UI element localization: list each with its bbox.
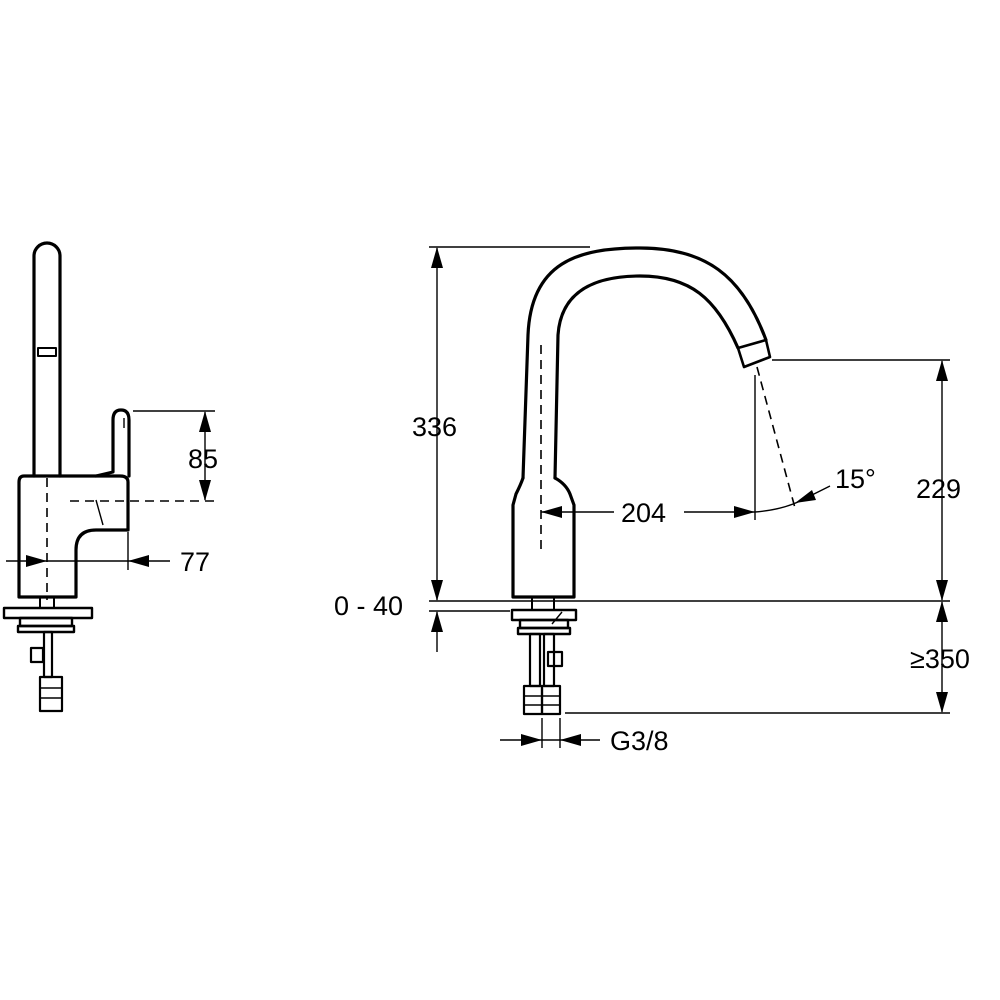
side-view: 85 77: [2, 241, 218, 713]
front-spray-line: [756, 366, 796, 509]
dim-reach: 204: [541, 375, 756, 528]
side-hose-connector: [38, 675, 64, 713]
front-aerator-tip: [736, 338, 772, 369]
dim-229-label: 229: [916, 474, 961, 504]
dim-connection-thread: G3/8: [500, 718, 669, 756]
dim-handle-height: 85: [133, 410, 218, 501]
side-lever-handle: [94, 408, 131, 478]
front-hose-connector-left: [522, 684, 544, 716]
dim-g3-8-label: G3/8: [610, 726, 669, 756]
dim-swivel-angle: 15°: [754, 464, 876, 513]
front-hose-connector-right: [540, 684, 562, 716]
side-aerator-mark: [37, 347, 57, 357]
side-lever-inner: [95, 499, 104, 526]
side-mounting-plate: [2, 606, 94, 620]
side-spout-tube: [32, 241, 62, 478]
dim-deck-thickness: 0 - 40: [334, 591, 950, 652]
dim-350-label: ≥350: [910, 644, 970, 674]
front-threaded-rod: [528, 632, 542, 688]
side-threaded-rod: [42, 630, 54, 679]
dim-total-height: 336: [412, 246, 590, 601]
dim-spout-height: 229: [772, 359, 961, 601]
front-view: 336 229 204 15°: [334, 246, 970, 756]
front-gooseneck-spout: [521, 246, 768, 480]
front-body: [511, 476, 576, 599]
dim-336-label: 336: [412, 412, 457, 442]
dim-hose-length: ≥350: [565, 601, 970, 714]
dim-85-label: 85: [188, 444, 218, 474]
dim-handle-offset: 77: [6, 532, 210, 577]
front-mounting-plate: [510, 608, 578, 622]
dim-0-40-label: 0 - 40: [334, 591, 403, 621]
dim-15-label: 15°: [835, 464, 876, 494]
side-body: [17, 474, 130, 599]
dim-204-label: 204: [621, 498, 666, 528]
dim-77-label: 77: [180, 547, 210, 577]
